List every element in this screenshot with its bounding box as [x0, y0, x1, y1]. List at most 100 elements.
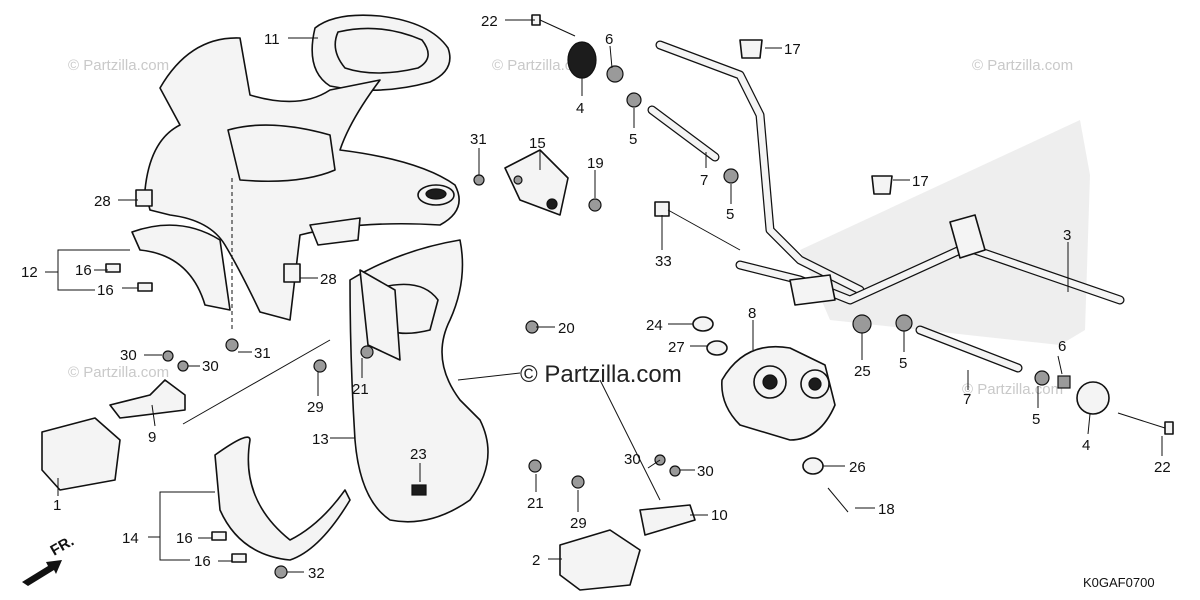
callout-28: 28 [94, 193, 111, 210]
part-15-bracket [504, 149, 569, 216]
callout-7: 7 [963, 391, 971, 408]
part-16-pad [137, 282, 153, 292]
callout-16: 16 [194, 553, 211, 570]
part-17-grommet [871, 175, 893, 195]
callout-28: 28 [320, 271, 337, 288]
callout-2: 2 [532, 552, 540, 569]
part-5-nut [1034, 370, 1050, 386]
part-12-front-cover [131, 37, 460, 321]
part-25-nut [852, 314, 872, 334]
part-7-pin-upper [647, 105, 720, 162]
watermark: © Partzilla.com [972, 57, 1073, 74]
part-10-bracket [639, 504, 696, 536]
callout-21: 21 [527, 495, 544, 512]
part-17-grommet [739, 39, 763, 59]
callout-6: 6 [605, 31, 613, 48]
callout-6: 6 [1058, 338, 1066, 355]
center-watermark: © Partzilla.com [520, 361, 682, 388]
part-16-pad [231, 553, 247, 563]
part-2-unit [559, 529, 641, 591]
callout-4: 4 [1082, 437, 1090, 454]
callout-16: 16 [176, 530, 193, 547]
callout-23: 23 [410, 446, 427, 463]
callout-4: 4 [576, 100, 584, 117]
callout-31: 31 [470, 131, 487, 148]
screws [162, 174, 681, 579]
callout-10: 10 [711, 507, 728, 524]
callout-27: 27 [668, 339, 685, 356]
part-6-collar [1057, 375, 1071, 389]
callout-11: 11 [264, 31, 280, 48]
callout-5: 5 [629, 131, 637, 148]
part-16-pad [211, 531, 227, 541]
part-7-pin-lower [915, 325, 1023, 373]
part-11-meter-cover [311, 14, 451, 91]
part-4-rubber-upper [567, 41, 597, 79]
callout-8: 8 [748, 305, 756, 322]
part-8-mount [721, 345, 836, 441]
watermark: © Partzilla.com [68, 364, 169, 381]
front-arrow-icon [22, 560, 62, 586]
callout-20: 20 [558, 320, 575, 337]
callout-26: 26 [849, 459, 866, 476]
callout-33: 33 [655, 253, 672, 270]
callout-12: 12 [21, 264, 38, 281]
part-13-inner-cover [349, 239, 489, 523]
callout-22: 22 [481, 13, 498, 30]
part-9-bracket [109, 379, 186, 419]
callout-25: 25 [854, 363, 871, 380]
callout-22: 22 [1154, 459, 1171, 476]
callout-32: 32 [308, 565, 325, 582]
callout-30: 30 [202, 358, 219, 375]
callout-13: 13 [312, 431, 329, 448]
callout-24: 24 [646, 317, 663, 334]
callout-30: 30 [624, 451, 641, 468]
callout-29: 29 [307, 399, 324, 416]
frame-shading [800, 120, 1090, 345]
front-indicator: FR. [48, 533, 77, 560]
part-22-bolt-lower [1117, 412, 1174, 435]
part-1-unit [41, 417, 121, 491]
part-14-lower-cover [214, 436, 351, 561]
part-4-rubber-lower [1076, 381, 1110, 415]
leader-lines [45, 19, 1163, 573]
part-5-nut [626, 92, 642, 108]
callout-16: 16 [75, 262, 92, 279]
callout-5: 5 [899, 355, 907, 372]
callout-3: 3 [1063, 227, 1071, 244]
callout-17: 17 [912, 173, 929, 190]
part-27-washer [706, 340, 728, 356]
callout-1: 1 [53, 497, 61, 514]
callout-5: 5 [1032, 411, 1040, 428]
callout-5: 5 [726, 206, 734, 223]
watermark: © Partzilla.com [962, 381, 1063, 398]
part-28-clip [135, 189, 153, 207]
part-3-handle-frame [655, 40, 1125, 306]
callout-30: 30 [697, 463, 714, 480]
part-16-pad [105, 263, 121, 273]
callout-31: 31 [254, 345, 271, 362]
callout-16: 16 [97, 282, 114, 299]
callout-30: 30 [120, 347, 137, 364]
part-18-bolt [827, 487, 849, 513]
part-5-nut [895, 314, 913, 332]
part-24-washer [692, 316, 714, 332]
callout-19: 19 [587, 155, 604, 172]
callout-9: 9 [148, 429, 156, 446]
callout-17: 17 [784, 41, 801, 58]
part-22-bolt-upper [531, 14, 576, 37]
callout-7: 7 [700, 172, 708, 189]
callout-labels: 22 6 4 5 17 11 31 15 19 7 5 17 28 33 3 1… [21, 13, 1171, 582]
part-28-clip [283, 263, 301, 283]
part-5-nut [723, 168, 739, 184]
watermark: © Partzilla.com [68, 57, 169, 74]
callout-15: 15 [529, 135, 546, 152]
callout-21: 21 [352, 381, 369, 398]
part-26-washer [802, 457, 824, 475]
callout-18: 18 [878, 501, 895, 518]
part-6-collar [606, 65, 624, 83]
callout-29: 29 [570, 515, 587, 532]
part-33-bolt [654, 201, 741, 251]
